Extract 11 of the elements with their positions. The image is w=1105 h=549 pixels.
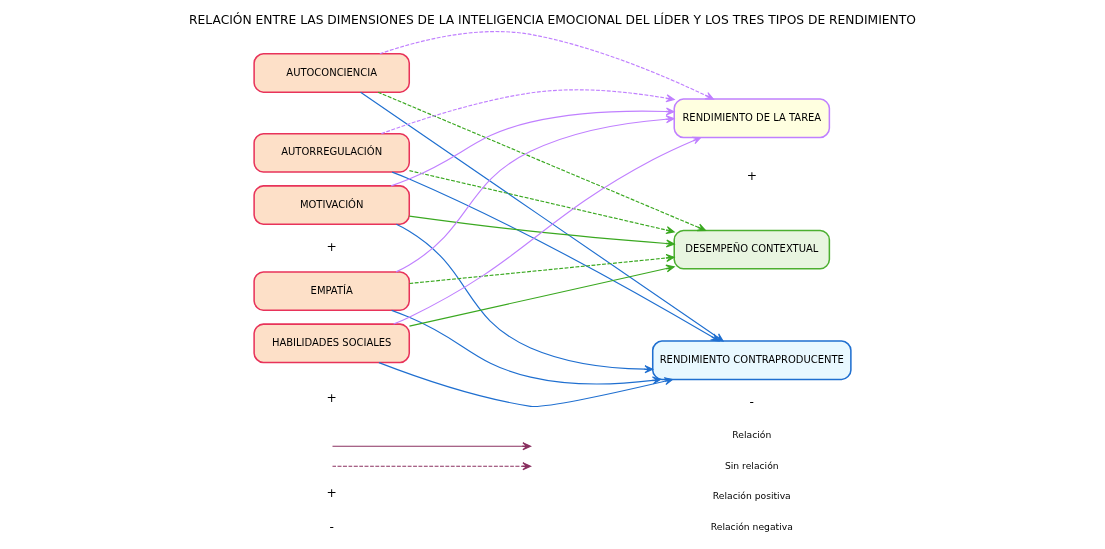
label: +: [746, 168, 757, 183]
label: -: [749, 395, 755, 410]
legend-label: Sin relación: [724, 459, 779, 471]
label: -: [329, 519, 334, 534]
legend-label: Relación positiva: [712, 490, 791, 502]
label: +: [326, 390, 337, 405]
diagram-title: RELACIÓN ENTRE LAS DIMENSIONES DE LA INTELIGENCIA EMOCIONAL DEL LÍDER Y LOS TRES TIPOS DE RENDIMIENTO: [189, 13, 916, 28]
legend-label: Relación negativa: [710, 521, 793, 533]
label: +: [326, 240, 337, 255]
label: +: [326, 485, 337, 500]
legend-label: Relación: [732, 428, 772, 440]
